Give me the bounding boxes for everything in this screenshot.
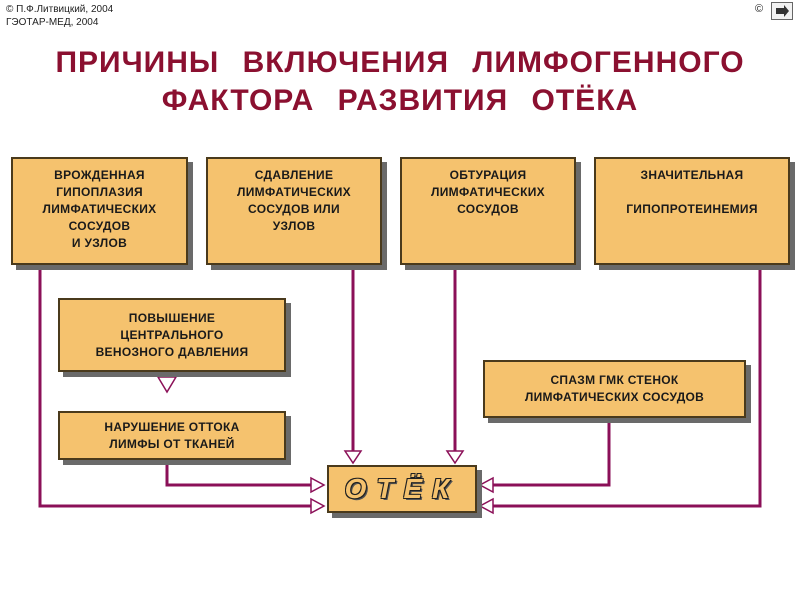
connector-outflow — [165, 460, 316, 487]
copyright-publisher: ГЭОТАР-МЕД, 2004 — [6, 17, 99, 28]
arrowhead-icon — [343, 450, 363, 465]
connector-spasm — [490, 418, 611, 487]
copyright-mark: © — [755, 3, 764, 15]
cause-vessel-compression: СДАВЛЕНИЕ ЛИМФАТИЧЕСКИХ СОСУДОВ ИЛИ УЗЛО… — [206, 157, 382, 265]
connector-hypoproteinemia — [490, 265, 762, 508]
connector-hypoplasia — [38, 265, 316, 508]
arrowhead-icon — [478, 476, 494, 494]
arrowhead-icon — [156, 376, 178, 394]
arrowhead-icon — [310, 497, 326, 515]
title-line-1: ПРИЧИНЫ ВКЛЮЧЕНИЯ ЛИМФОГЕННОГО — [55, 46, 745, 79]
page-title: ПРИЧИНЫ ВКЛЮЧЕНИЯ ЛИМФОГЕННОГО ФАКТОРА Р… — [0, 44, 800, 120]
cause-vessel-obturation: ОБТУРАЦИЯ ЛИМФАТИЧЕСКИХ СОСУДОВ — [400, 157, 576, 265]
lymph-outflow-disturbance: НАРУШЕНИЕ ОТТОКА ЛИМФЫ ОТ ТКАНЕЙ — [58, 411, 286, 460]
title-line-2: ФАКТОРА РАЗВИТИЯ ОТЁКА — [161, 84, 639, 117]
copyright-author: © П.Ф.Литвицкий, 2004 — [6, 4, 114, 15]
cause-hypoproteinemia: ЗНАЧИТЕЛЬНАЯ ГИПОПРОТЕИНЕМИЯ — [594, 157, 790, 265]
result-edema: ОТЁК — [327, 465, 477, 513]
arrowhead-icon — [478, 497, 494, 515]
copyright-block: © П.Ф.Литвицкий, 2004 ГЭОТАР-МЕД, 2004 — [6, 3, 113, 29]
cause-smc-spasm: СПАЗМ ГМК СТЕНОК ЛИМФАТИЧЕСКИХ СОСУДОВ — [483, 360, 746, 418]
arrowhead-icon — [310, 476, 326, 494]
slide-nav-icon[interactable] — [771, 2, 793, 20]
cause-congenital-hypoplasia: ВРОЖДЕННАЯ ГИПОПЛАЗИЯ ЛИМФАТИЧЕСКИХ СОСУ… — [11, 157, 188, 265]
cause-venous-pressure: ПОВЫШЕНИЕ ЦЕНТРАЛЬНОГО ВЕНОЗНОГО ДАВЛЕНИ… — [58, 298, 286, 372]
arrowheads — [156, 376, 494, 515]
connector-paths — [38, 265, 762, 508]
arrowhead-icon — [445, 450, 465, 465]
arrow-icon — [776, 5, 789, 17]
